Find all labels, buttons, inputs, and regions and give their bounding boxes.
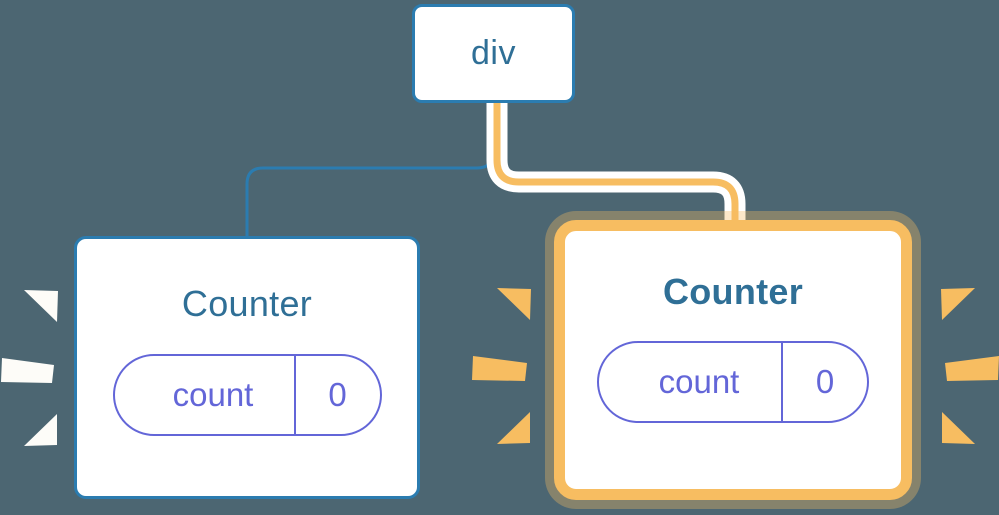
state-pill-left: count 0 (112, 354, 382, 436)
node-counter-right[interactable]: Counter count 0 (554, 220, 912, 500)
rays-right-counter-left (472, 288, 531, 444)
state-value-right: 0 (781, 343, 867, 421)
ray-orange-right-middle (945, 356, 999, 381)
rays-left-counter (1, 290, 58, 446)
node-counter-left-label: Counter (181, 283, 313, 324)
ray-orange-left-lower (497, 412, 530, 444)
ray-orange-right-upper (941, 288, 975, 320)
node-counter-left[interactable]: Counter count 0 (74, 236, 420, 499)
state-value-left: 0 (293, 356, 380, 434)
state-key-right: count (658, 363, 740, 400)
state-key-left: count (172, 376, 254, 413)
ray-white-middle (1, 358, 54, 383)
ray-white-upper (24, 290, 58, 322)
edge-div-to-right-counter (493, 102, 739, 238)
ray-white-lower (24, 414, 57, 446)
node-div-label: div (471, 34, 516, 72)
state-pill-right: count 0 (597, 341, 869, 423)
ray-orange-left-middle (472, 356, 527, 381)
node-div[interactable]: div (412, 4, 575, 103)
rays-right-counter-right (941, 288, 999, 444)
node-counter-right-label: Counter (662, 271, 804, 312)
ray-orange-right-lower (942, 412, 975, 444)
ray-orange-left-upper (497, 288, 531, 320)
